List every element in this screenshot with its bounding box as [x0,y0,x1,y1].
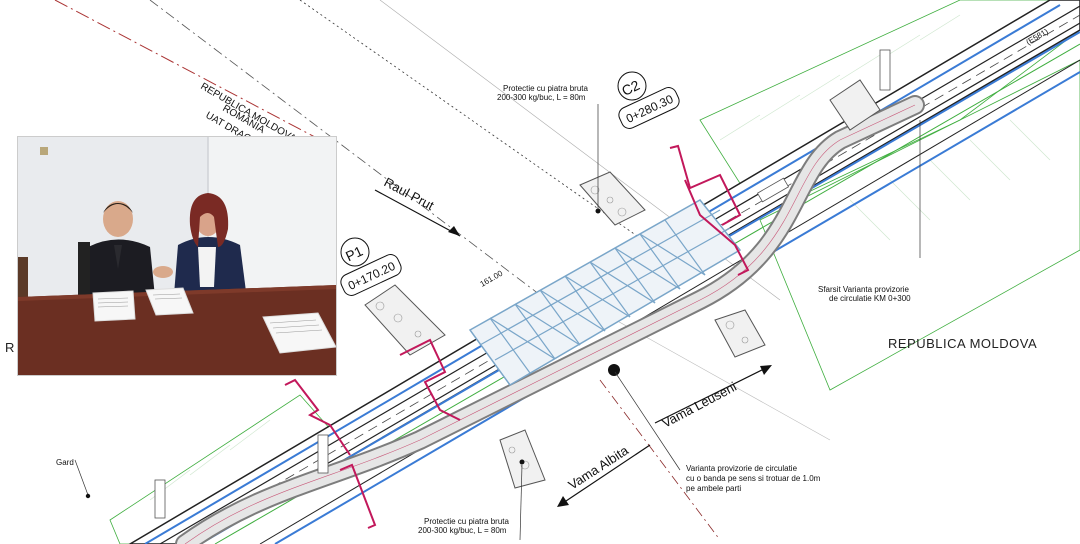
river-label: Raul Prut [382,174,437,213]
abutment-marks [284,144,750,529]
protection-top-line2: 200-300 kg/buc, L = 80m [497,93,586,102]
rock-texture [375,185,749,470]
road-centerline [174,14,1080,544]
left-cut-label: R [5,340,15,355]
vama-leuseni-label: Vama Leuseni [659,379,739,431]
bridge-truss [468,199,742,386]
leuseni-arrow [654,365,771,424]
station-tags [154,49,891,519]
river-axis-line [149,0,561,311]
leuseni-arrowhead [760,365,772,375]
variant-note-line2: cu o banda pe sens si trotuar de 1.0m [686,474,821,483]
end-variant-line2: de circulatie KM 0+300 [829,294,911,303]
end-variant-line1: Sfarsit Varianta provizorie [818,285,910,294]
span-length: 161.00 [479,268,505,288]
signing-photo [17,136,337,376]
albita-arrow [559,444,651,506]
protection-bottom-line1: Protectie cu piatra bruta [424,517,509,526]
fence-marker [85,493,91,499]
river-arrowhead [448,226,460,236]
border-line [54,0,331,146]
rock-marker [519,459,525,465]
c2-callout: C2 0+280.30 [617,71,680,129]
protection-top-line1: Protectie cu piatra bruta [503,84,588,93]
road-edge-line [259,59,1080,544]
signing-photo-illustration [18,137,336,375]
bank-line [299,0,651,246]
republica-moldova-label: REPUBLICA MOLDOVA [888,336,1038,351]
temporary-variant-axis [184,104,916,544]
fence-label: Gard [56,458,74,467]
protection-bottom-line2: 200-300 kg/buc, L = 80m [418,526,507,535]
albita-arrowhead [557,496,569,507]
control-point-marker [608,364,620,376]
axis-line-lower [599,379,721,541]
variant-note-line1: Varianta provizorie de circulatie [686,464,798,473]
p1-label: P1 [343,243,365,265]
rock-marker [595,208,601,214]
leader-lines [74,104,921,541]
variant-note-line3: pe ambele parti [686,484,741,493]
contour-line [579,299,831,441]
c2-label: C2 [619,77,642,99]
vama-albita-label: Vama Albita [565,442,631,492]
river-arrow [374,189,461,237]
